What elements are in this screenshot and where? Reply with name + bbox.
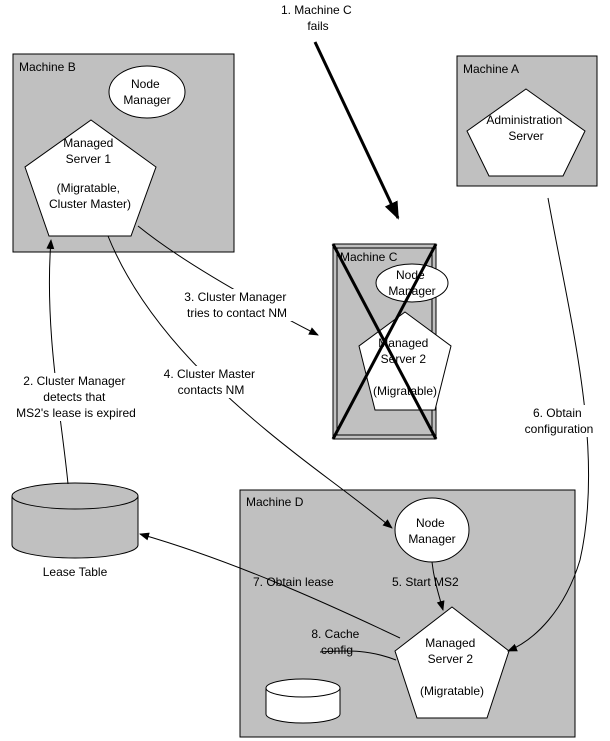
machine-b-label: Machine B: [19, 60, 76, 74]
managed-server-2-label: Managed Server 2 (Migratable): [420, 636, 484, 698]
machine-d: Machine D Node Manager Managed Server 2 …: [239, 489, 576, 738]
arrow-cluster-master-contacts-nm: [107, 235, 393, 529]
step-5-label: 5. Start MS2: [392, 575, 459, 589]
managed-server-1: [24, 119, 157, 237]
node-manager-c: [375, 263, 449, 303]
managed-server-2-failed-label: Managed Server 2 (Migratable): [373, 336, 437, 398]
step-8-label: 8. Cache config: [311, 627, 362, 657]
node-manager-d: [394, 497, 470, 563]
arrow-detect-lease-expired: [46, 239, 69, 485]
machine-c-label: Machine C: [340, 250, 398, 264]
node-manager-b: [108, 65, 186, 119]
node-manager-b-label: Node Manager: [123, 77, 170, 107]
machine-b: Machine B Node Manager Managed Server 1 …: [12, 53, 235, 253]
arrow-machine-c-fails: [313, 41, 400, 220]
step-3-label-bg: [178, 289, 296, 321]
lease-table-cylinder-body: [11, 496, 139, 559]
managed-server-2: [394, 606, 510, 719]
machine-a: Machine A Administration Server: [456, 55, 598, 187]
arrow-try-contact-nm: [137, 225, 319, 336]
step-2-label: 2. Cluster Manager detects that MS2's le…: [16, 374, 136, 420]
lease-table: Lease Table: [11, 482, 139, 579]
lease-table-label: Lease Table: [43, 565, 108, 579]
cache-cylinder: [265, 678, 341, 724]
machine-d-label: Machine D: [246, 495, 304, 509]
node-manager-d-label: Node Manager: [408, 516, 455, 546]
step-6-label: 6. Obtain configuration: [525, 406, 594, 436]
step-6-label-bg: [510, 405, 608, 437]
failure-cross-line-2: [331, 243, 438, 440]
managed-server-1-label: Managed Server 1 (Migratable, Cluster Ma…: [49, 136, 131, 211]
arrow-obtain-lease: [139, 532, 401, 639]
machine-c: Machine C Node Manager Managed Server 2 …: [331, 243, 452, 440]
arrow-start-ms2: [431, 561, 445, 611]
administration-server: [466, 88, 586, 177]
lease-table-cylinder-top: [11, 482, 139, 510]
administration-server-label: Administration Server: [486, 113, 565, 143]
line-cache-config: [319, 650, 397, 661]
step-7-label: 7. Obtain lease: [253, 575, 334, 589]
step-3-label: 3. Cluster Manager tries to contact NM: [184, 290, 289, 320]
step-1-label: 1. Machine C fails: [281, 3, 355, 33]
arrow-obtain-configuration: [507, 197, 590, 652]
step-4-label-bg: [158, 366, 264, 398]
step-2-label-bg: [14, 373, 138, 421]
machine-a-label: Machine A: [463, 62, 519, 76]
step-4-label: 4. Cluster Master contacts NM: [164, 367, 259, 397]
